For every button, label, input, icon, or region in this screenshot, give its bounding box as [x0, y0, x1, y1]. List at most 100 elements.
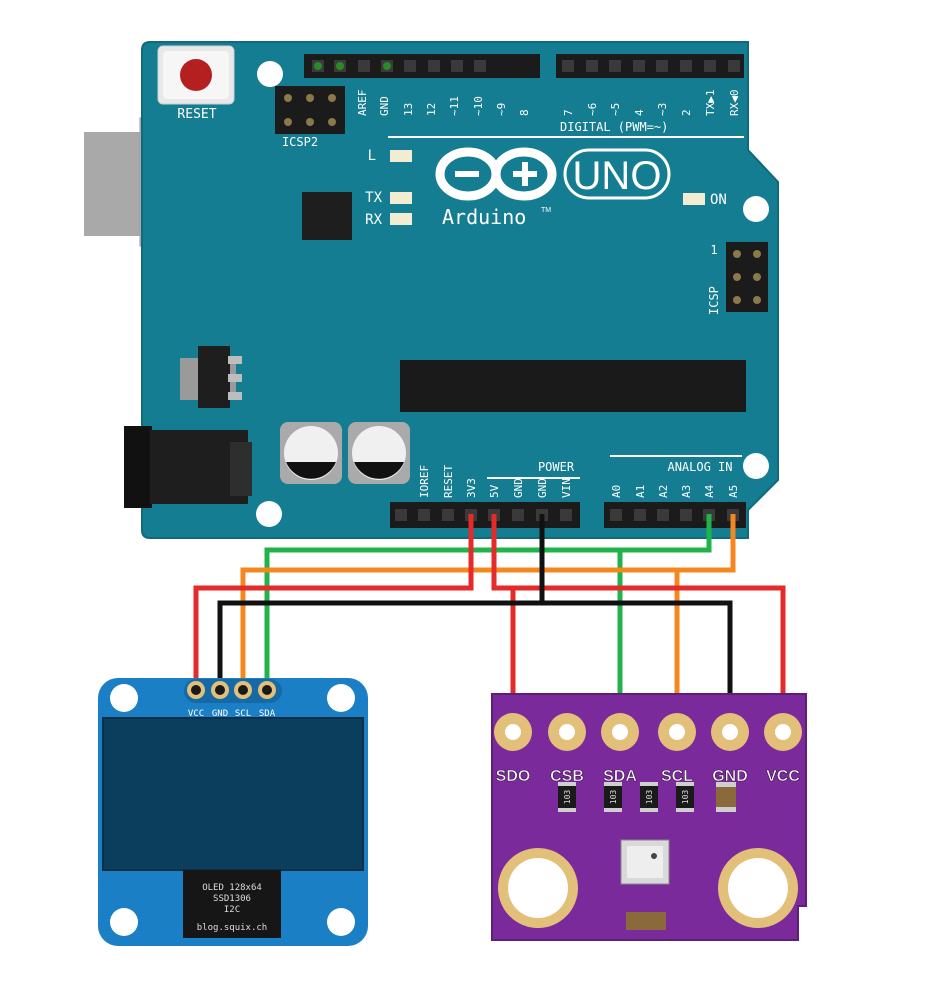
mount-hole [110, 908, 138, 936]
pin-label: IOREF [418, 465, 431, 498]
capacitor [280, 422, 342, 484]
wire-black-gnd-run [217, 600, 733, 730]
pin-label: A1 [634, 485, 647, 498]
oled-chip-line-2: SSD1306 [213, 894, 251, 904]
pin-label: 5V [488, 484, 501, 498]
mount-hole [743, 196, 769, 222]
led-tx-label: TX [365, 190, 382, 206]
pin-label: GND [512, 478, 525, 498]
header-pin-6 [586, 60, 598, 72]
header-pin-ioref [418, 509, 430, 521]
header-pin-11 [404, 60, 416, 72]
oled-pin-label: VCC [188, 709, 204, 719]
oled-pin-label: SDA [259, 709, 276, 719]
pin-label: ~6 [586, 103, 599, 116]
pin-label: GND [378, 96, 391, 116]
header-pin-9 [451, 60, 463, 72]
header-pin-4 [633, 60, 645, 72]
pin-label: 7 [562, 109, 575, 116]
bme-pin-label: SDA [603, 768, 637, 785]
pin-label: 4 [633, 109, 646, 116]
uno-badge [563, 148, 671, 200]
pin-label: 2 [680, 109, 693, 116]
mount-hole [327, 908, 355, 936]
pin-label: GND [536, 478, 549, 498]
icsp-header [726, 242, 768, 312]
oled-chip-line-1: OLED 128x64 [202, 883, 262, 893]
oled-site-label: blog.squix.ch [197, 923, 267, 933]
bme-pin-label: VCC [766, 768, 800, 785]
bme-pin-label: CSB [550, 768, 584, 785]
header-pin-vin [560, 509, 572, 521]
led-rx [390, 213, 412, 225]
header-pin-13 [358, 60, 370, 72]
pin-label: ~3 [656, 103, 669, 116]
voltage-regulator [180, 346, 242, 408]
bme-pin-label: SCL [661, 768, 693, 785]
pin-label: ~10 [472, 96, 485, 116]
pin-label: TX▶1 [704, 90, 717, 117]
mount-hole [256, 501, 282, 527]
usb-chip [302, 192, 352, 240]
mount-hole [110, 684, 138, 712]
header-pin-a2 [657, 509, 669, 521]
pin-label: A4 [703, 484, 716, 498]
board-outline [141, 41, 779, 539]
resistor [676, 782, 694, 812]
reset-button[interactable] [157, 45, 235, 105]
pin-label: RX◀0 [728, 90, 741, 117]
oled-chip [183, 870, 281, 938]
wire-green-sda [264, 514, 712, 690]
resistor-code: 103 [563, 790, 572, 805]
mount-hole [743, 453, 769, 479]
pin-label: A3 [680, 485, 693, 498]
resistor [558, 782, 576, 812]
pin-label: VIN [560, 478, 573, 498]
mount-hole [718, 848, 798, 928]
pin-label: 13 [402, 103, 415, 116]
atmega328-chip [400, 360, 746, 412]
mount-hole [498, 848, 578, 928]
led-on-label: ON [710, 192, 727, 208]
pin-indicator [314, 62, 322, 70]
icsp-label: ICSP [707, 286, 721, 315]
pin-label: RESET [442, 465, 455, 498]
wire-orange-scl [240, 514, 736, 690]
wire-red-5v [491, 514, 786, 730]
led-l-label: L [368, 148, 376, 164]
pin-label: 12 [425, 103, 438, 116]
pin-label: ~5 [609, 103, 622, 116]
mount-hole [257, 61, 283, 87]
resistor [604, 782, 622, 812]
icsp2-label: ICSP2 [282, 135, 318, 149]
power-jack-front [124, 426, 152, 508]
capacitor [626, 912, 666, 930]
wire-red-3v3 [193, 514, 474, 690]
oled-chip-line-3: I2C [224, 905, 240, 915]
header-pin-a0 [610, 509, 622, 521]
pin-label: A0 [610, 485, 623, 498]
pin-label: AREF [356, 90, 369, 117]
arduino-logo-icon [435, 147, 557, 201]
header-pin-a3 [680, 509, 692, 521]
pin-label: ~11 [448, 96, 461, 116]
capacitor [348, 422, 410, 484]
header-pin-8 [474, 60, 486, 72]
bme-pin-label: SDO [496, 768, 531, 785]
oled-screen [102, 717, 364, 871]
capacitor [716, 782, 736, 812]
analog-header [604, 502, 746, 528]
resistor-code: 103 [645, 790, 654, 805]
pin-label: 3V3 [465, 478, 478, 498]
oled-pin-label: SCL [235, 709, 251, 719]
mount-hole [327, 684, 355, 712]
led-rx-label: RX [365, 212, 382, 228]
header-pin-3 [656, 60, 668, 72]
header-pin-5 [609, 60, 621, 72]
pin-label: ~9 [495, 103, 508, 116]
header-pin-gnd [512, 509, 524, 521]
header-pin-a1 [634, 509, 646, 521]
header-pin-2 [680, 60, 692, 72]
